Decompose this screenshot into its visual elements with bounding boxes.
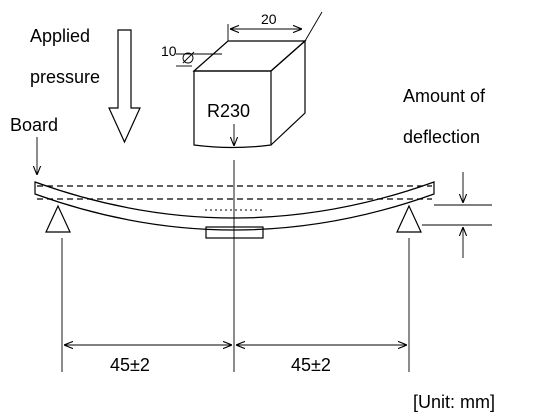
board-label: Board [10,115,58,135]
amount-of-deflection-label-line1: Amount of [403,86,486,106]
block-front-face [193,70,272,149]
bent-board [34,181,435,231]
block-depth-label: 10 [161,43,177,59]
applied-pressure-arrow [108,29,141,144]
depth-diameter-icon [182,51,195,64]
block-width-label: 20 [261,11,277,27]
span-right-label: 45±2 [291,355,331,375]
applied-pressure-label-line2: pressure [30,67,100,87]
pressing-block [192,39,307,149]
right-support [396,204,422,233]
unit-label: [Unit: mm] [413,392,495,412]
block-side-face [270,39,306,146]
radius-label: R230 [207,101,250,121]
bottom-plate [205,226,264,239]
width-extension-right [304,11,323,42]
left-support [45,204,71,233]
applied-pressure-label-line1: Applied [30,26,90,46]
amount-of-deflection-label-line2: deflection [403,127,480,147]
span-left-label: 45±2 [110,355,150,375]
